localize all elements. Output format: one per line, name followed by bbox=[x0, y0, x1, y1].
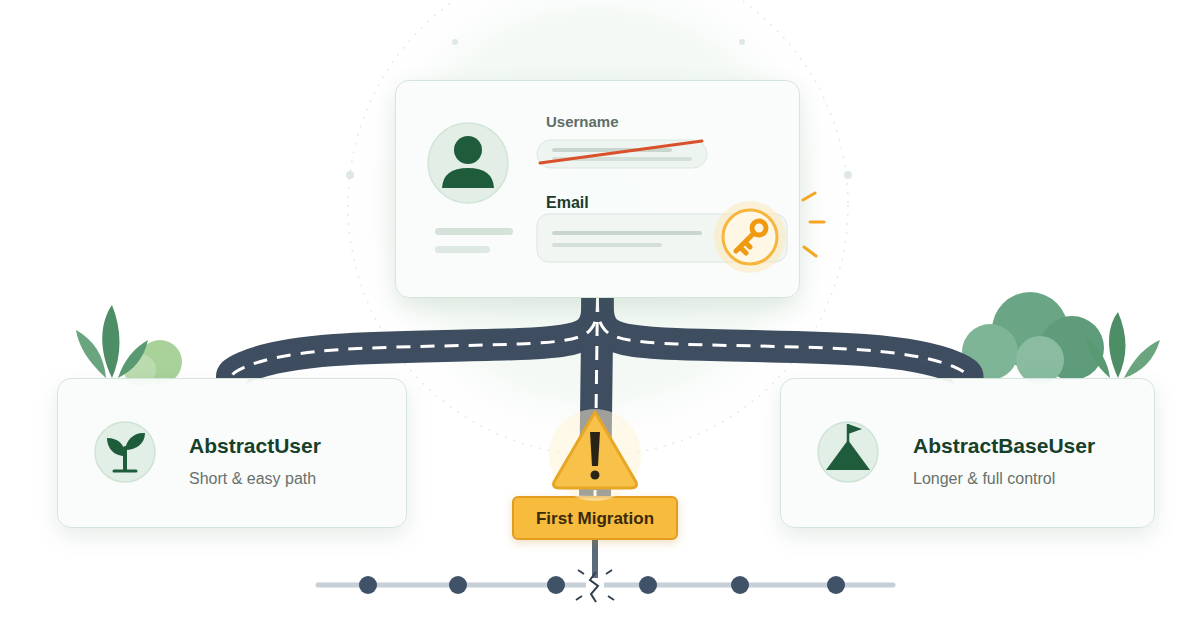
left-plants bbox=[76, 305, 182, 386]
timeline-dot bbox=[547, 576, 565, 594]
email-field bbox=[537, 214, 787, 262]
sprout-leaf bbox=[107, 438, 125, 456]
icon-circle bbox=[818, 422, 878, 482]
placeholder-line bbox=[435, 228, 513, 235]
leaf bbox=[1124, 340, 1160, 378]
orbit-dot bbox=[739, 39, 745, 45]
placeholder-line bbox=[552, 243, 662, 247]
warning-sign bbox=[549, 409, 641, 501]
field-label: Username bbox=[546, 113, 619, 131]
orbit-dot bbox=[346, 171, 354, 179]
strike-line bbox=[540, 141, 702, 163]
timeline-dot bbox=[827, 576, 845, 594]
exclamation-bar bbox=[590, 432, 600, 466]
orbit-dot bbox=[452, 39, 458, 45]
input-field bbox=[537, 140, 707, 168]
key-icon bbox=[714, 193, 824, 273]
placeholder-line bbox=[552, 148, 672, 152]
sign-post bbox=[592, 538, 598, 585]
option-card: AbstractUserShort & easy path bbox=[57, 378, 407, 528]
warning-sign-board: First Migration bbox=[512, 496, 678, 540]
crack bbox=[576, 570, 614, 600]
timeline-line bbox=[318, 583, 893, 588]
road-connector bbox=[595, 298, 598, 496]
key-badge bbox=[723, 210, 777, 264]
warning-glow bbox=[549, 409, 641, 501]
flag-pole bbox=[847, 424, 850, 442]
road-center-line bbox=[595, 298, 598, 496]
avatar-circle bbox=[428, 123, 508, 203]
sign-text: First Migration bbox=[514, 509, 676, 529]
key-glow bbox=[714, 201, 786, 273]
input-field bbox=[537, 214, 787, 262]
timeline-dot bbox=[359, 576, 377, 594]
avatar bbox=[428, 123, 508, 203]
key-bow bbox=[752, 221, 766, 235]
flag bbox=[848, 424, 862, 434]
placeholder-line bbox=[552, 157, 692, 161]
avatar-head bbox=[454, 136, 482, 164]
sprout-icon bbox=[95, 422, 155, 482]
leaf bbox=[118, 340, 148, 378]
placeholder-line bbox=[435, 246, 490, 253]
timeline-dot bbox=[639, 576, 657, 594]
placeholder-line bbox=[552, 231, 702, 235]
leaf bbox=[102, 305, 119, 378]
crack bbox=[590, 572, 598, 602]
bush bbox=[1016, 336, 1064, 384]
right-plants bbox=[962, 292, 1160, 384]
key-shaft bbox=[736, 233, 754, 253]
avatar-body bbox=[442, 168, 494, 188]
road-center-line bbox=[232, 298, 598, 378]
sprout-stem bbox=[123, 448, 127, 470]
key-rays bbox=[803, 193, 824, 256]
username-field bbox=[537, 140, 707, 168]
road-center-line bbox=[598, 298, 968, 378]
timeline-dot bbox=[449, 576, 467, 594]
option-title: AbstractUser bbox=[189, 433, 321, 458]
sprout-ground bbox=[114, 470, 136, 473]
timeline bbox=[318, 538, 893, 602]
option-card: AbstractBaseUserLonger & full control bbox=[780, 378, 1155, 528]
user-card: UsernameEmail bbox=[395, 80, 800, 298]
option-title: AbstractBaseUser bbox=[913, 433, 1095, 458]
road-connector bbox=[598, 298, 968, 378]
option-subtitle: Longer & full control bbox=[913, 469, 1055, 488]
leaf bbox=[76, 330, 106, 378]
leaf bbox=[1109, 312, 1126, 378]
orbit-dot bbox=[844, 171, 852, 179]
field-label: Email bbox=[546, 193, 589, 212]
sprout-leaf bbox=[125, 433, 145, 450]
option-subtitle: Short & easy path bbox=[189, 469, 316, 488]
timeline-dot bbox=[731, 576, 749, 594]
mountain-flag-icon bbox=[818, 422, 878, 482]
leaf bbox=[1086, 338, 1110, 378]
icon-circle bbox=[95, 422, 155, 482]
road-connector bbox=[232, 298, 598, 378]
exclamation-dot bbox=[591, 471, 600, 480]
mountain bbox=[826, 440, 870, 470]
warning-triangle bbox=[554, 412, 637, 488]
